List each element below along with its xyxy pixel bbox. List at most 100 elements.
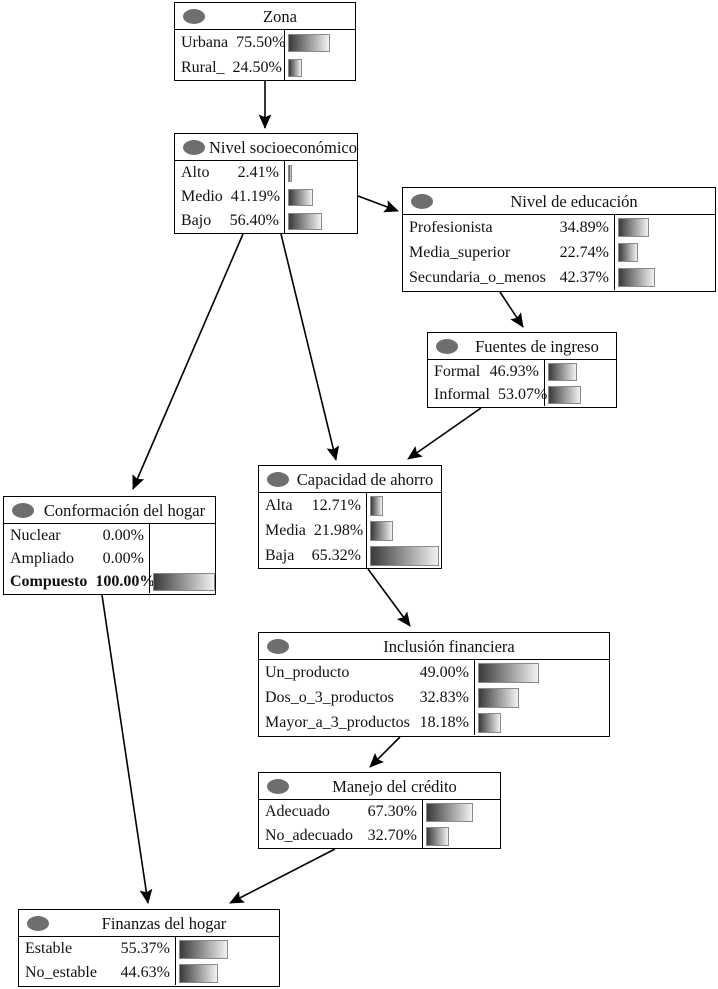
bars-column	[545, 360, 616, 406]
node-header-conformacion-del-hogar: Conformación del hogar	[4, 497, 215, 524]
state-label: Adecuado	[265, 803, 330, 820]
bars-column	[367, 493, 441, 568]
state-percent: 34.89%	[559, 218, 609, 236]
node-conformacion-del-hogar[interactable]: Conformación del hogar Nuclear 0.00% Amp…	[3, 496, 216, 595]
state-row: Compuesto 100.00%	[4, 570, 155, 593]
state-bar	[288, 58, 302, 77]
state-label: Bajo	[181, 212, 212, 229]
node-nivel-socioeconomico[interactable]: Nivel socioeconómico Alto 2.41% Medio 41…	[174, 133, 358, 234]
edge-nse-to-capacidad-ahorro	[280, 233, 340, 461]
state-row: Baja 65.32%	[259, 543, 366, 568]
state-percent: 75.50%	[236, 33, 286, 51]
bars-column	[176, 937, 279, 985]
state-row: Alta 12.71%	[259, 493, 366, 518]
edge-educacion-to-fuentes	[499, 291, 524, 328]
node-fuentes-de-ingreso[interactable]: Fuentes de ingreso Formal 46.93% Informa…	[427, 332, 617, 408]
state-percent: 21.98%	[313, 521, 364, 539]
node-zona[interactable]: Zona Urbana 75.50% Rural_ 24.50%	[174, 2, 356, 81]
state-percent: 2.41%	[237, 164, 279, 181]
edge-fuentes-to-capacidad-ahorro	[407, 407, 482, 460]
state-percent: 42.37%	[559, 268, 609, 286]
node-header-finanzas-del-hogar: Finanzas del hogar	[19, 910, 279, 937]
state-percent: 12.71%	[311, 496, 361, 514]
edge-ahorro-to-inclusion	[367, 568, 411, 627]
node-finanzas-del-hogar[interactable]: Finanzas del hogar Estable 55.37% No_est…	[18, 909, 280, 987]
node-body: Profesionista 34.89% Media_superior 22.7…	[403, 215, 715, 290]
bars-column	[150, 524, 215, 593]
state-bar	[370, 495, 384, 516]
node-header-manejo-del-credito: Manejo del crédito	[259, 773, 500, 800]
ellipse-node-icon	[436, 338, 458, 354]
labels-column: Adecuado 67.30% No_adecuado 32.70%	[259, 800, 423, 848]
node-capacidad-de-ahorro[interactable]: Capacidad de ahorro Alta 12.71% Media 21…	[258, 465, 442, 569]
state-bar	[618, 243, 638, 262]
state-row: Secundaria_o_menos 42.37%	[403, 265, 614, 290]
state-bar	[478, 662, 540, 683]
node-title: Inclusión financiera	[383, 636, 515, 656]
state-percent: 32.70%	[367, 827, 417, 844]
state-row: Medio 41.19%	[175, 185, 284, 209]
ellipse-node-icon	[411, 193, 433, 209]
node-title: Nivel socioeconómico	[209, 137, 358, 157]
node-header-nivel-socioeconomico: Nivel socioeconómico	[175, 134, 357, 161]
node-body: Formal 46.93% Informal 53.07%	[428, 360, 616, 406]
state-label: Formal	[434, 362, 481, 380]
state-label: Informal	[434, 385, 490, 403]
state-row: Estable 55.37%	[19, 937, 175, 961]
node-header-capacidad-de-ahorro: Capacidad de ahorro	[259, 466, 441, 493]
state-row: Nuclear 0.00%	[4, 524, 149, 547]
node-nivel-de-educacion[interactable]: Nivel de educación Profesionista 34.89% …	[402, 187, 716, 292]
state-bar	[288, 212, 322, 230]
ellipse-node-icon	[12, 502, 34, 518]
state-percent: 32.83%	[419, 688, 469, 706]
node-title: Conformación del hogar	[43, 500, 206, 520]
node-body: Estable 55.37% No_estable 44.63%	[19, 937, 279, 985]
node-body: Urbana 75.50% Rural_ 24.50%	[175, 30, 355, 80]
state-label: No_estable	[25, 964, 97, 981]
node-manejo-del-credito[interactable]: Manejo del crédito Adecuado 67.30% No_ad…	[258, 772, 501, 849]
state-label: Mayor_a_3_productos	[265, 713, 410, 731]
state-row: Dos_o_3_productos 32.83%	[259, 685, 474, 710]
state-label: No_adecuado	[265, 827, 353, 844]
state-row: Informal 53.07%	[428, 383, 547, 406]
labels-column: Nuclear 0.00% Ampliado 0.00% Compuesto 1…	[4, 524, 155, 593]
ellipse-node-icon	[267, 638, 289, 654]
state-label: Rural_	[181, 58, 225, 76]
node-inclusion-financiera[interactable]: Inclusión financiera Un_producto 49.00% …	[258, 632, 610, 737]
node-header-zona: Zona	[175, 3, 355, 30]
bars-column	[285, 30, 355, 80]
node-body: Un_producto 49.00% Dos_o_3_productos 32.…	[259, 660, 609, 735]
state-row: Bajo 56.40%	[175, 209, 284, 233]
state-label: Medio	[181, 188, 223, 205]
state-row: Ampliado 0.00%	[4, 547, 149, 570]
state-percent: 55.37%	[120, 940, 170, 957]
state-bar	[478, 712, 501, 733]
state-percent: 67.30%	[367, 803, 417, 820]
state-bar	[370, 545, 439, 566]
state-bar	[179, 939, 228, 959]
state-row: Media 21.98%	[259, 518, 366, 543]
labels-column: Alto 2.41% Medio 41.19% Bajo 56.40%	[175, 161, 285, 233]
state-label: Dos_o_3_productos	[265, 688, 394, 706]
state-label: Alto	[181, 164, 210, 181]
state-label: Media	[265, 521, 306, 539]
node-title: Fuentes de ingreso	[475, 336, 599, 356]
state-bar	[618, 268, 656, 287]
state-row: Mayor_a_3_productos 18.18%	[259, 710, 474, 735]
state-percent: 100.00%	[95, 572, 156, 590]
state-label: Estable	[25, 940, 73, 957]
state-bar	[288, 188, 313, 206]
node-body: Adecuado 67.30% No_adecuado 32.70%	[259, 800, 500, 848]
node-title: Manejo del crédito	[332, 776, 457, 796]
state-row: No_adecuado 32.70%	[259, 824, 422, 848]
state-label: Compuesto	[10, 572, 88, 590]
state-row: No_estable 44.63%	[19, 961, 175, 985]
state-row: Alto 2.41%	[175, 161, 284, 185]
state-row: Profesionista 34.89%	[403, 215, 614, 240]
state-percent: 46.93%	[489, 362, 539, 380]
state-label: Nuclear	[10, 526, 61, 544]
state-percent: 49.00%	[419, 663, 469, 681]
bars-column	[285, 161, 357, 233]
edge-hogar-to-finanzas	[101, 594, 153, 904]
state-label: Ampliado	[10, 549, 74, 567]
